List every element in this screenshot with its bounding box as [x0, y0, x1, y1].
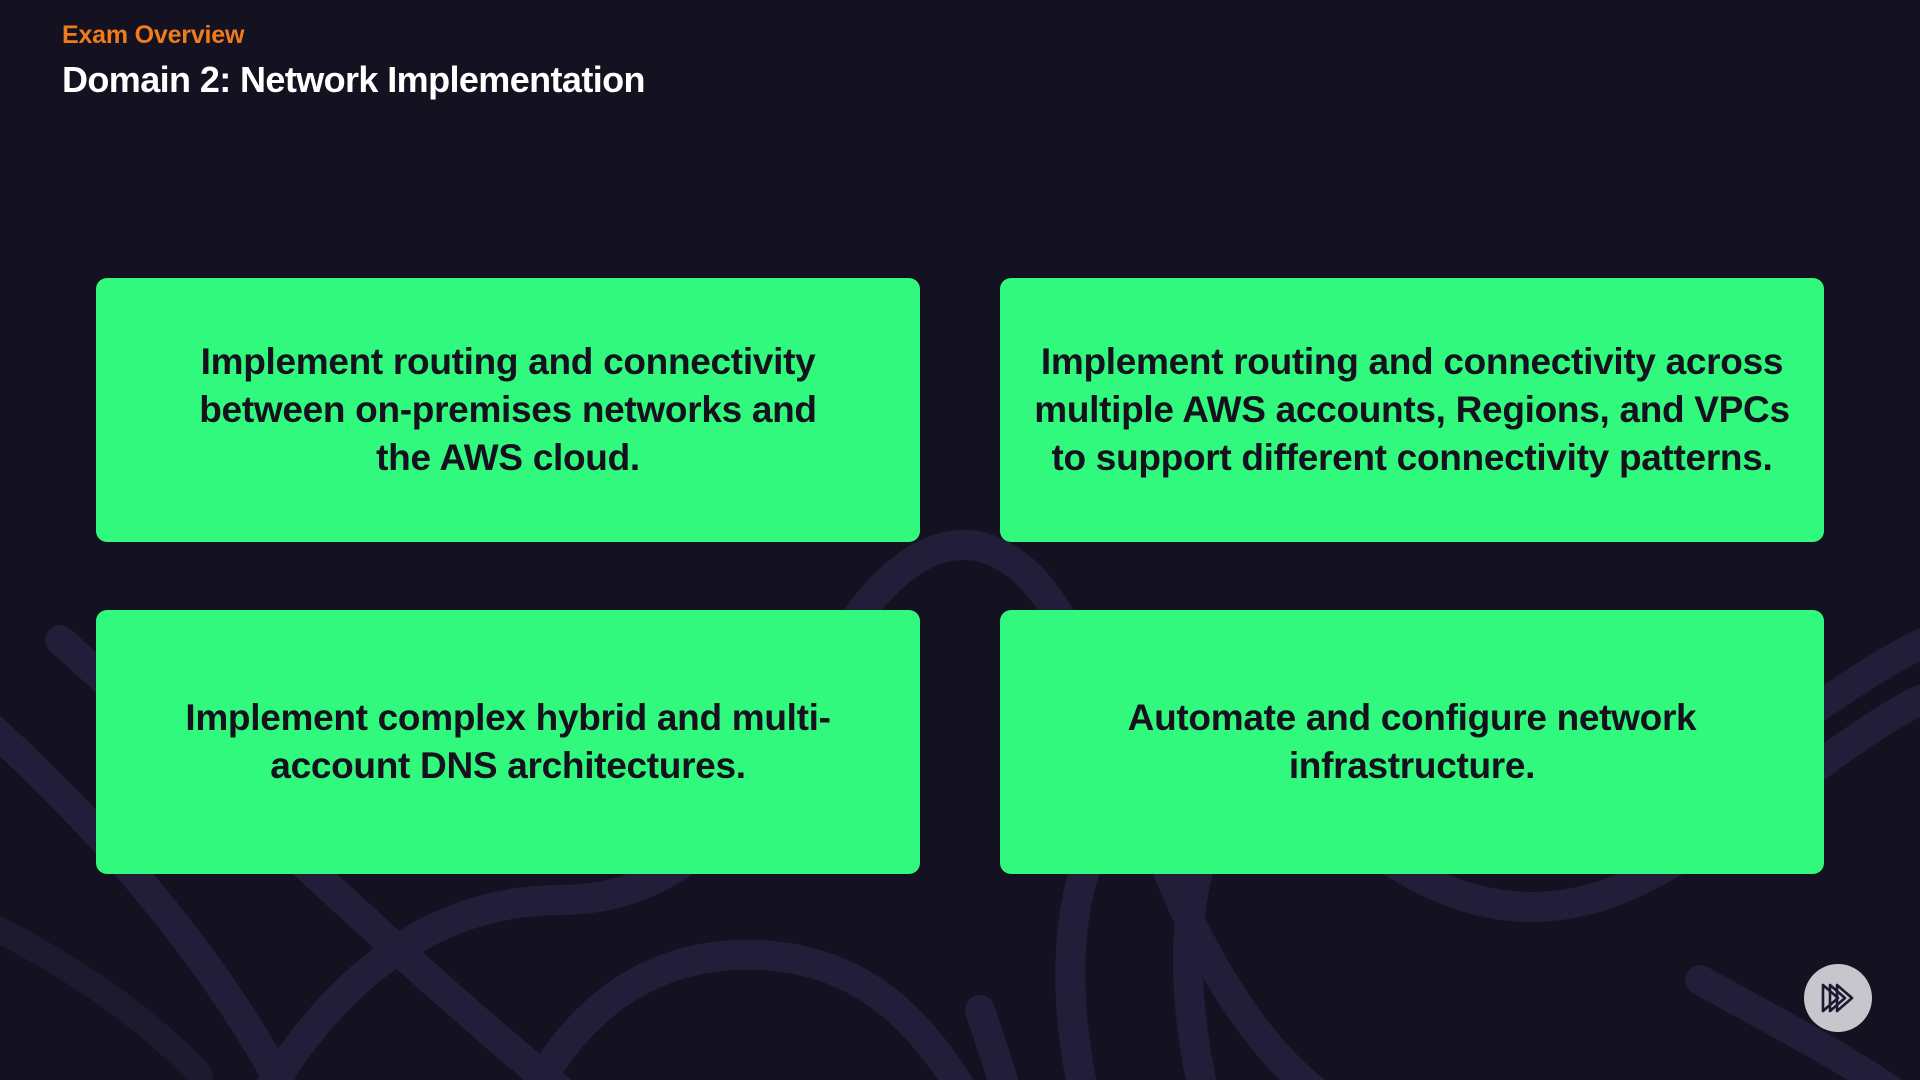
double-play-logo-icon	[1819, 981, 1857, 1015]
brand-badge[interactable]	[1804, 964, 1872, 1032]
objective-card-1: Implement routing and connectivity betwe…	[96, 278, 920, 542]
objective-card-4: Automate and configure network infrastru…	[1000, 610, 1824, 874]
objective-card-2: Implement routing and connectivity acros…	[1000, 278, 1824, 542]
objective-card-grid: Implement routing and connectivity betwe…	[96, 278, 1824, 874]
objective-card-4-text: Automate and configure network infrastru…	[1127, 696, 1697, 786]
objective-card-2-text: Implement routing and connectivity acros…	[1034, 340, 1790, 479]
objective-card-3: Implement complex hybrid and multi-accou…	[96, 610, 920, 874]
slide-header: Exam Overview Domain 2: Network Implemen…	[62, 20, 645, 104]
page-title: Domain 2: Network Implementation	[62, 59, 645, 101]
objective-card-1-text: Implement routing and connectivity betwe…	[199, 340, 817, 479]
objective-card-3-text: Implement complex hybrid and multi-accou…	[185, 696, 831, 786]
eyebrow-label: Exam Overview	[62, 21, 245, 49]
